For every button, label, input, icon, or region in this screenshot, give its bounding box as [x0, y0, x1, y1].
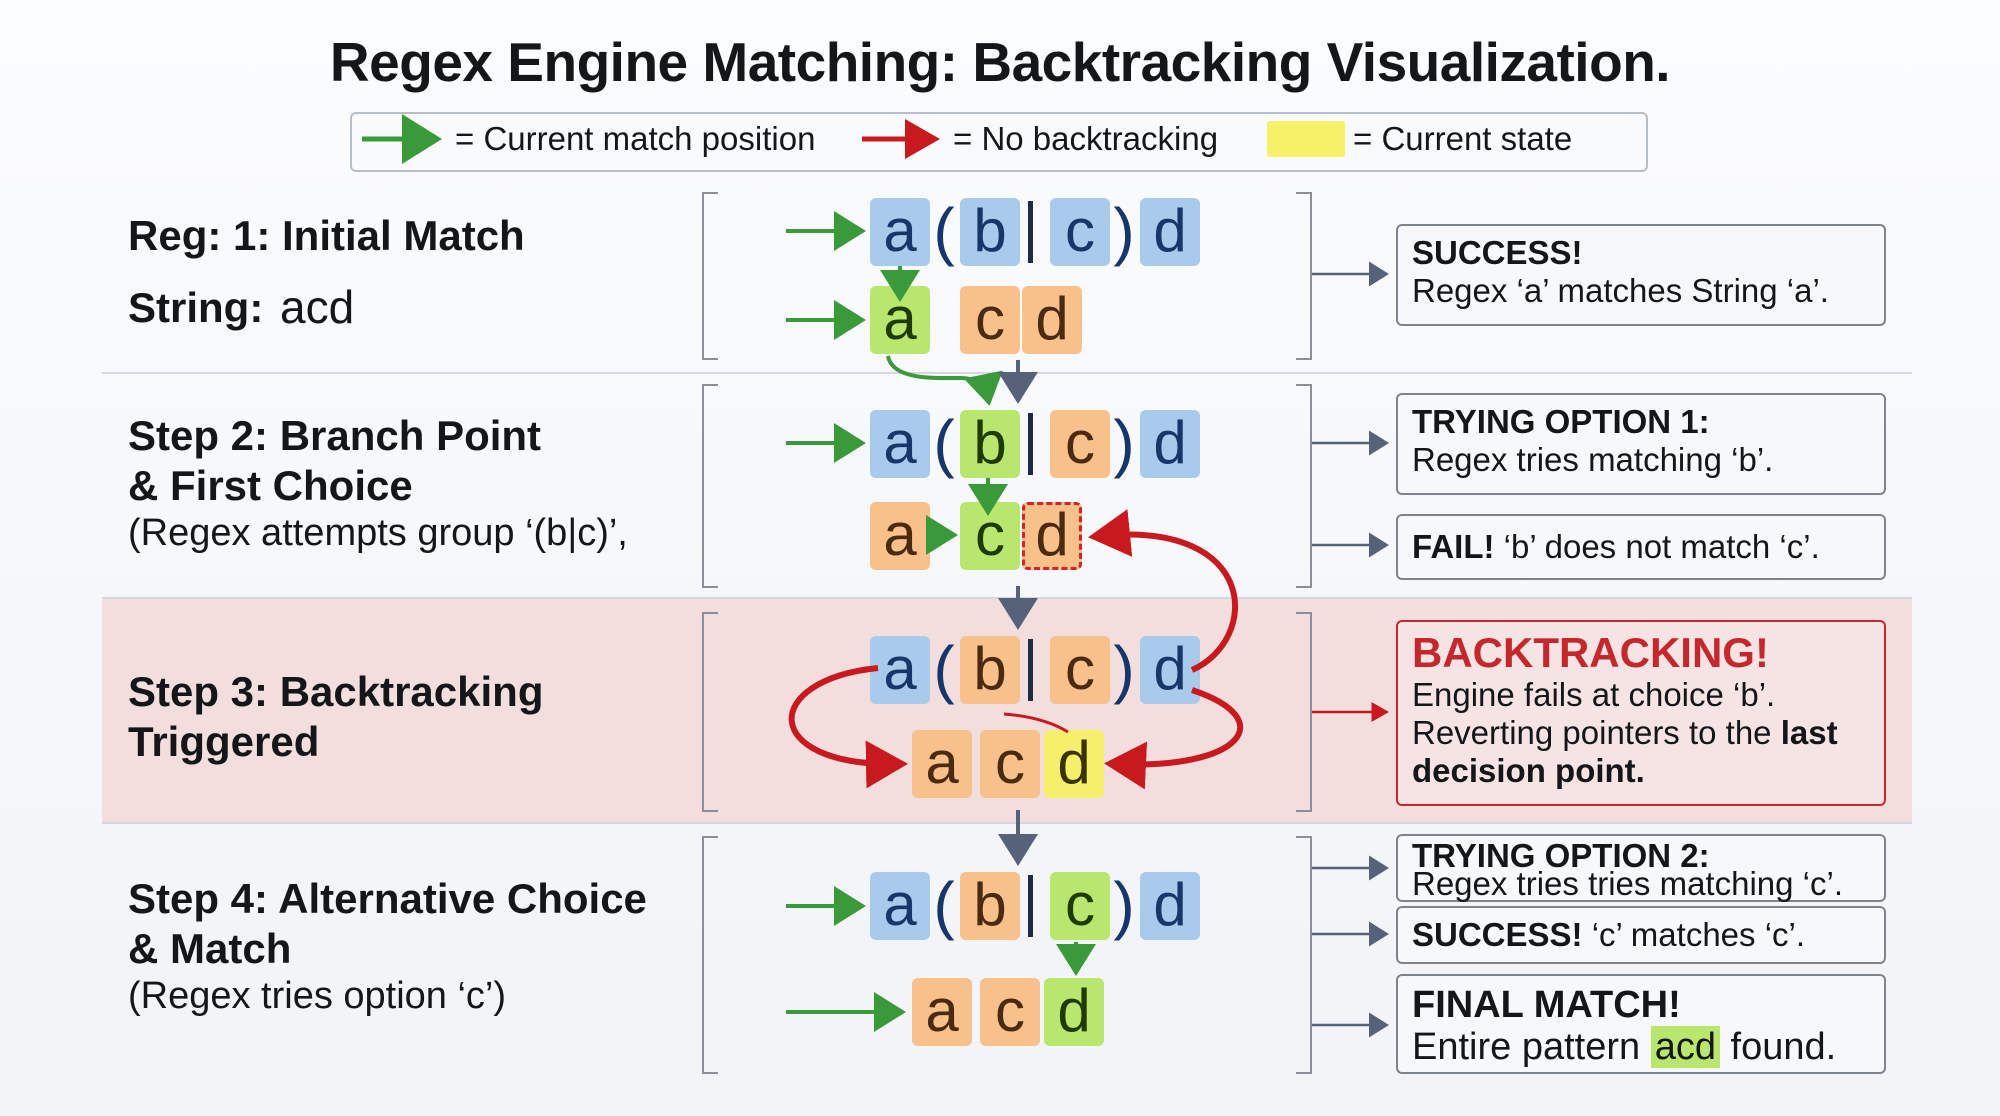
- legend-yellow-label: = Current state: [1353, 120, 1573, 157]
- r3-regex-c: c: [1050, 636, 1110, 704]
- step1-string-value: acd: [280, 281, 355, 333]
- r3-regex-b: b: [960, 636, 1020, 704]
- step1-title: Reg: 1: Initial Match: [128, 212, 525, 259]
- r4-regex-d: d: [1140, 872, 1200, 940]
- step1-string-label: String:: [128, 284, 264, 331]
- r4-regex-pipe: [1028, 875, 1033, 937]
- callout-final-highlight: acd: [1650, 1026, 1720, 1068]
- r1-regex-d: d: [1140, 198, 1200, 266]
- bracket-left-2: [702, 384, 718, 588]
- callout-success-1-body: Regex ‘a’ matches String ‘a’.: [1412, 272, 1829, 309]
- callout-backtracking-body1: Engine fails at choice ‘b’.: [1412, 676, 1776, 713]
- divider-3: [102, 822, 1912, 824]
- r2-regex-c: c: [1050, 410, 1110, 478]
- bracket-right-2: [1296, 384, 1312, 588]
- r1-string-c: c: [960, 286, 1020, 354]
- r3-regex-close-paren: ): [1113, 633, 1135, 705]
- r2-regex-open-paren: (: [933, 407, 955, 479]
- r3-string-a: a: [912, 730, 972, 798]
- page-title: Regex Engine Matching: Backtracking Visu…: [329, 31, 1671, 93]
- callout-success-2-body: ‘c’ matches ‘c’.: [1582, 916, 1806, 953]
- r1-regex-pipe: [1028, 201, 1033, 263]
- r3-regex-d: d: [1140, 636, 1200, 704]
- callout-success-1-head: SUCCESS!: [1412, 234, 1583, 271]
- r1-to-r2-green-arrow: [886, 355, 1003, 406]
- step3-title2: Triggered: [128, 718, 320, 765]
- legend-red-label: = No backtracking: [953, 120, 1219, 157]
- r4-regex-b: b: [960, 872, 1020, 940]
- step2-title2: & First Choice: [128, 462, 413, 509]
- r2-string-a: a: [870, 502, 930, 570]
- callout-success-2-head: SUCCESS!: [1412, 916, 1583, 953]
- r4-string-c: c: [980, 978, 1040, 1046]
- r3-regex-pipe: [1028, 639, 1033, 701]
- callout-backtracking-body2: Reverting pointers to the: [1412, 714, 1781, 751]
- legend-green-label: = Current match position: [455, 120, 816, 157]
- callout-final-head: FINAL MATCH!: [1412, 984, 1681, 1026]
- r4-regex-a: a: [870, 872, 930, 940]
- r4-string-d: d: [1044, 978, 1104, 1046]
- callout-success-2: SUCCESS! ‘c’ matches ‘c’.: [1396, 906, 1886, 964]
- bracket-right-4: [1296, 836, 1312, 1074]
- backtrack-arrow-left: [788, 665, 908, 789]
- r4-regex-open-paren: (: [933, 869, 955, 941]
- callout-trying-1: TRYING OPTION 1: Regex tries matching ‘b…: [1396, 393, 1886, 495]
- callout-trying-2-head: TRYING OPTION 2:: [1412, 837, 1710, 874]
- backtrack-arrow-up: [1088, 509, 1238, 673]
- r1-regex-c: c: [1050, 198, 1110, 266]
- bracket-right-3: [1296, 612, 1312, 812]
- legend: [350, 112, 1648, 172]
- r1-regex-close-paren: ): [1113, 195, 1135, 267]
- r4-regex-close-paren: ): [1113, 869, 1135, 941]
- r1-regex-a: a: [870, 198, 930, 266]
- r2-regex-pipe: [1028, 413, 1033, 475]
- r4-string-a: a: [912, 978, 972, 1046]
- callout-trying-1-body: Regex tries matching ‘b’.: [1412, 441, 1774, 478]
- callout-success-1: SUCCESS! Regex ‘a’ matches String ‘a’.: [1396, 224, 1886, 326]
- r3-string-c: c: [980, 730, 1040, 798]
- r2-regex-close-paren: ): [1113, 407, 1135, 479]
- callout-backtracking-bold: last decision point.: [1412, 714, 1838, 789]
- r1-string-d: d: [1022, 286, 1082, 354]
- backtrack-arrow-right: [1104, 687, 1244, 790]
- callout-trying-2: TRYING OPTION 2: Regex tries tries match…: [1396, 834, 1886, 902]
- callout-fail: FAIL! ‘b’ does not match ‘c’.: [1396, 514, 1886, 580]
- r2-string-d-failed: d: [1022, 502, 1082, 570]
- callout-backtracking: BACKTRACKING! Engine fails at choice ‘b’…: [1396, 620, 1886, 806]
- step4-title2: & Match: [128, 925, 292, 972]
- bracket-right-1: [1296, 192, 1312, 360]
- step3-title: Step 3: Backtracking: [128, 668, 544, 715]
- step2-title: Step 2: Branch Point: [128, 412, 542, 459]
- bracket-left-4: [702, 836, 718, 1074]
- r1-regex-b: b: [960, 198, 1020, 266]
- backtrack-connector: [1003, 712, 1069, 734]
- legend-yellow-swatch: [1267, 121, 1345, 157]
- callout-final-tail: found.: [1719, 1026, 1837, 1068]
- r3-regex-a: a: [870, 636, 930, 704]
- r2-regex-d: d: [1140, 410, 1200, 478]
- r2-regex-b: b: [960, 410, 1020, 478]
- callout-fail-head: FAIL!: [1412, 528, 1495, 565]
- r2-regex-a: a: [870, 410, 930, 478]
- callout-fail-body: ‘b’ does not match ‘c’.: [1494, 528, 1820, 565]
- bracket-left-1: [702, 192, 718, 360]
- r3-string-d-current: d: [1044, 730, 1104, 798]
- step4-sub: (Regex tries option ‘c’): [128, 975, 507, 1017]
- r3-regex-open-paren: (: [933, 633, 955, 705]
- callout-final-body: Entire pattern: [1412, 1026, 1651, 1068]
- bracket-left-3: [702, 612, 718, 812]
- callout-trying-1-head: TRYING OPTION 1:: [1412, 403, 1710, 440]
- step2-sub: (Regex attempts group ‘(b|c)’,: [128, 512, 628, 554]
- callout-backtracking-head: BACKTRACKING!: [1412, 629, 1769, 676]
- callout-trying-2-body: Regex tries tries matching ‘c’.: [1412, 865, 1843, 902]
- callout-final-match: FINAL MATCH! Entire pattern acd found.: [1396, 974, 1886, 1074]
- r1-regex-open-paren: (: [933, 195, 955, 267]
- step4-title: Step 4: Alternative Choice: [128, 875, 647, 922]
- r4-regex-c: c: [1050, 872, 1110, 940]
